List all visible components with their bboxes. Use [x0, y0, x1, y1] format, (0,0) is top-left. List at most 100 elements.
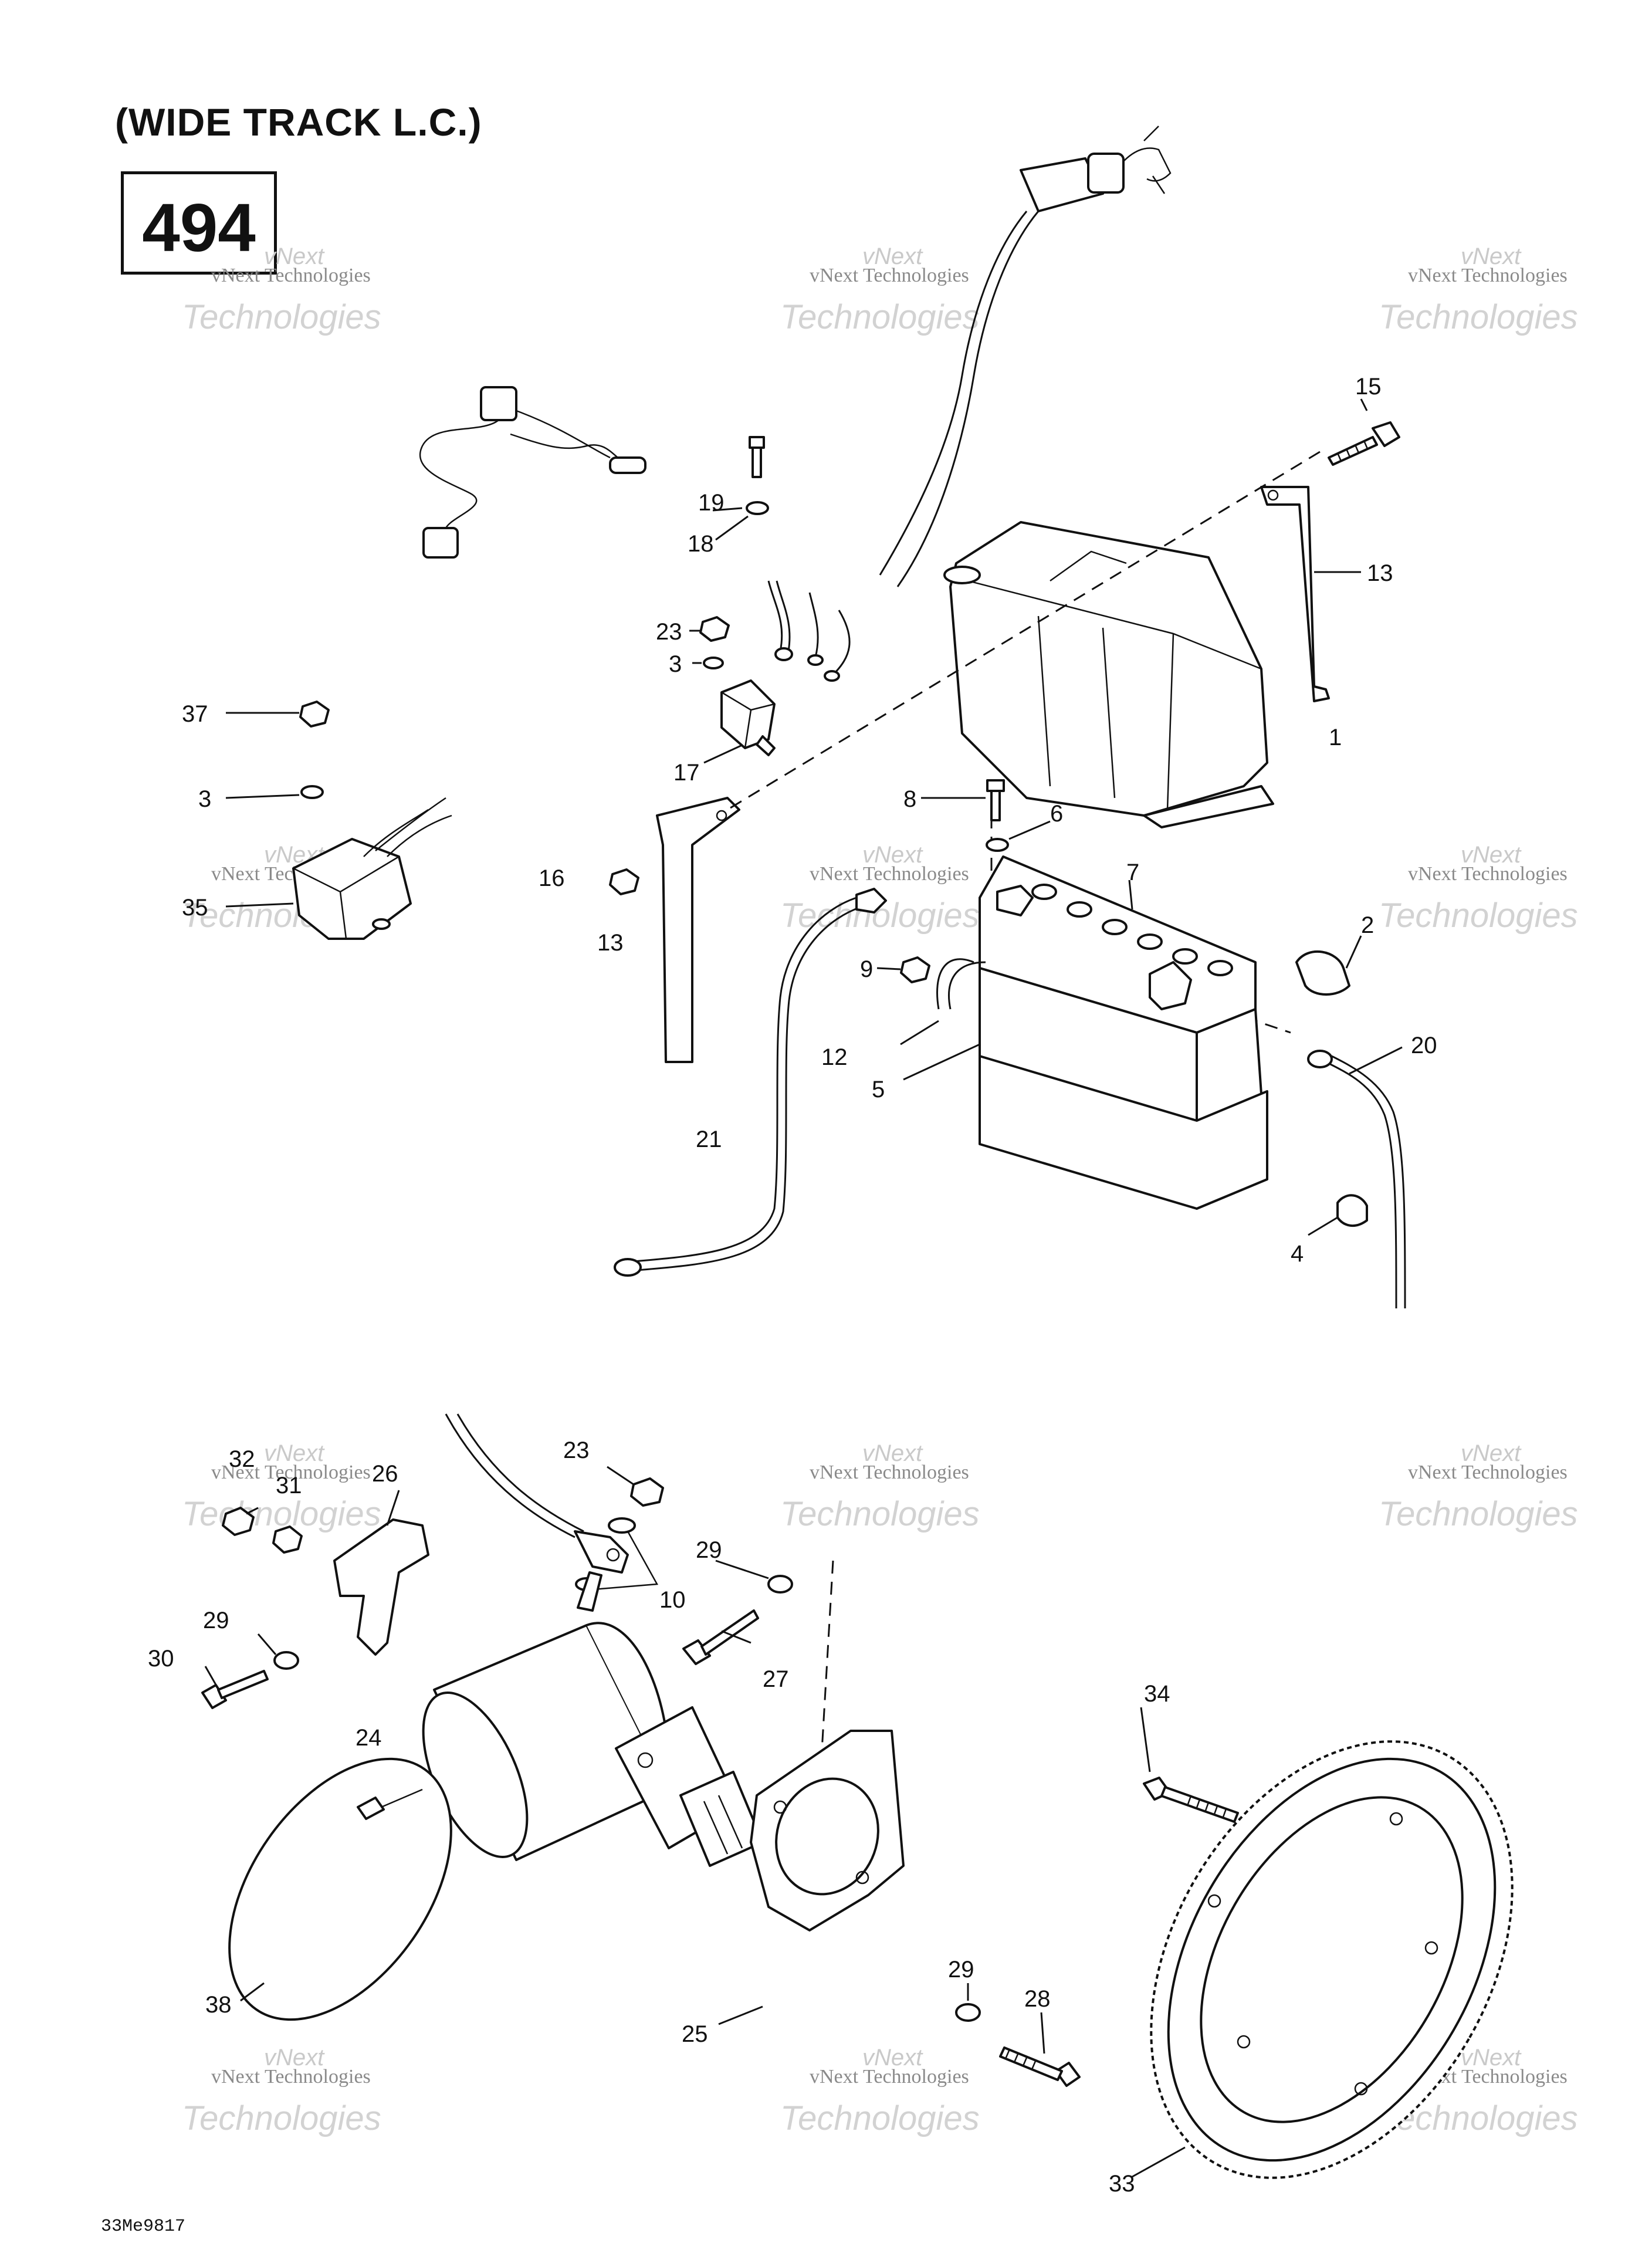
voltage-regulator — [292, 797, 452, 940]
watermark-top-center: vNext vNext Technologies Technologies — [780, 243, 980, 336]
watermark-mid-center: vNext vNext Technologies Technologies — [780, 842, 980, 935]
nut-16 — [609, 868, 639, 895]
page-number: 494 — [142, 190, 256, 266]
svg-text:vNext Technologies: vNext Technologies — [810, 265, 969, 286]
svg-text:vNext Technologies: vNext Technologies — [810, 1462, 969, 1483]
battery-box — [943, 521, 1274, 828]
cable-tie-38 — [228, 1757, 452, 2021]
callout-38: 38 — [205, 1992, 232, 2018]
battery-cable-20 — [1307, 1050, 1406, 1309]
callout-33: 33 — [1109, 2171, 1135, 2197]
svg-text:vNext: vNext — [1461, 2045, 1522, 2071]
callout-35: 35 — [182, 895, 208, 921]
washer-10a — [608, 1517, 636, 1534]
alignment-line-terminal — [1184, 996, 1291, 1034]
svg-text:vNext: vNext — [1461, 842, 1522, 868]
svg-text:vNext Technologies: vNext Technologies — [1408, 1462, 1568, 1483]
svg-text:vNext: vNext — [264, 243, 325, 269]
svg-text:vNext: vNext — [1461, 243, 1522, 269]
svg-text:vNext Technologies: vNext Technologies — [1408, 265, 1568, 286]
starter-cable — [445, 1413, 629, 1574]
svg-text:vNext Technologies: vNext Technologies — [810, 863, 969, 885]
callout-12: 12 — [821, 1044, 848, 1070]
wiring-harness — [419, 386, 646, 559]
section-title: (WIDE TRACK L.C.) — [115, 100, 482, 144]
watermark-bottom-left: vNext vNext Technologies Technologies — [182, 2045, 381, 2137]
callout-16: 16 — [539, 865, 565, 891]
svg-text:vNext: vNext — [1461, 1440, 1522, 1466]
svg-text:Technologies: Technologies — [780, 2099, 980, 2137]
callout-27: 27 — [763, 1666, 789, 1692]
svg-text:vNext: vNext — [862, 842, 923, 868]
watermark-mid-right: vNext vNext Technologies Technologies — [1379, 842, 1578, 935]
watermark-lower-left: vNext vNext Technologies Technologies — [182, 1440, 381, 1533]
bolt-15 — [1328, 421, 1400, 466]
watermark-top-right: vNext vNext Technologies Technologies — [1379, 243, 1578, 336]
callout-23-upper: 23 — [656, 619, 682, 645]
drawing-code: 33Me9817 — [101, 2217, 186, 2237]
callout-23-lower: 23 — [563, 1437, 590, 1463]
retaining-strap-right — [1260, 486, 1330, 702]
svg-text:vNext: vNext — [862, 243, 923, 269]
callout-9: 9 — [860, 956, 873, 982]
callout-25: 25 — [682, 2021, 708, 2047]
callout-21: 21 — [696, 1126, 722, 1152]
svg-text:vNext Technologies: vNext Technologies — [211, 1462, 371, 1483]
svg-text:vNext Technologies: vNext Technologies — [1408, 863, 1568, 885]
bolt-28 — [999, 2046, 1081, 2087]
callout-4: 4 — [1291, 1241, 1304, 1267]
alignment-line-strap — [727, 451, 1321, 811]
callout-5: 5 — [872, 1077, 885, 1102]
callout-17: 17 — [673, 760, 700, 786]
callout-1: 1 — [1329, 725, 1342, 750]
page-number-box: 494 — [121, 171, 277, 275]
watermark-bottom-center: vNext vNext Technologies Technologies — [780, 2045, 980, 2137]
callout-26: 26 — [372, 1461, 398, 1487]
svg-text:Technologies: Technologies — [1379, 298, 1578, 336]
washer-6 — [986, 838, 1009, 852]
svg-text:vNext: vNext — [264, 2045, 325, 2071]
callout-34: 34 — [1144, 1681, 1170, 1707]
alignment-line-starter — [820, 1560, 834, 1761]
starter-solenoid — [720, 679, 776, 756]
washer-29-left — [273, 1651, 299, 1670]
nut-37 — [299, 701, 330, 728]
callout-19: 19 — [698, 490, 725, 516]
svg-text:Technologies: Technologies — [1379, 1495, 1578, 1533]
terminal-cover-2 — [1295, 950, 1350, 996]
callout-28: 28 — [1024, 1986, 1051, 2012]
svg-text:vNext Technologies: vNext Technologies — [211, 265, 371, 286]
svg-text:Technologies: Technologies — [1379, 897, 1578, 935]
washer-29-mid — [767, 1575, 793, 1594]
bolt-30 — [201, 1670, 269, 1709]
callout-24: 24 — [356, 1725, 382, 1751]
svg-text:vNext Technologies: vNext Technologies — [211, 2066, 371, 2088]
callout-29-bottom: 29 — [948, 1957, 974, 1983]
callout-29-left: 29 — [203, 1608, 229, 1633]
svg-text:Technologies: Technologies — [182, 298, 381, 336]
callout-30: 30 — [148, 1646, 174, 1672]
bolt-34 — [1143, 1777, 1239, 1823]
callout-20: 20 — [1411, 1033, 1437, 1058]
starter-motor — [422, 1571, 764, 1867]
callout-3-upper: 3 — [669, 651, 682, 677]
callout-32: 32 — [229, 1446, 255, 1472]
svg-text:Technologies: Technologies — [780, 298, 980, 336]
callout-29-mid: 29 — [696, 1537, 722, 1563]
callout-13-right: 13 — [1367, 560, 1393, 586]
callout-10: 10 — [659, 1587, 686, 1613]
nut-32 — [222, 1507, 255, 1536]
callout-37: 37 — [182, 701, 208, 727]
nut-23-upper — [699, 616, 730, 642]
washer-18 — [746, 501, 769, 515]
washer-3-left — [300, 785, 324, 799]
svg-text:Technologies: Technologies — [182, 1495, 381, 1533]
callout-8: 8 — [903, 786, 916, 812]
svg-text:Technologies: Technologies — [780, 1495, 980, 1533]
nut-31 — [272, 1525, 303, 1554]
callout-31: 31 — [276, 1473, 302, 1498]
leader-lines — [204, 398, 1403, 2178]
ring-gear-33 — [1150, 1740, 1514, 2179]
